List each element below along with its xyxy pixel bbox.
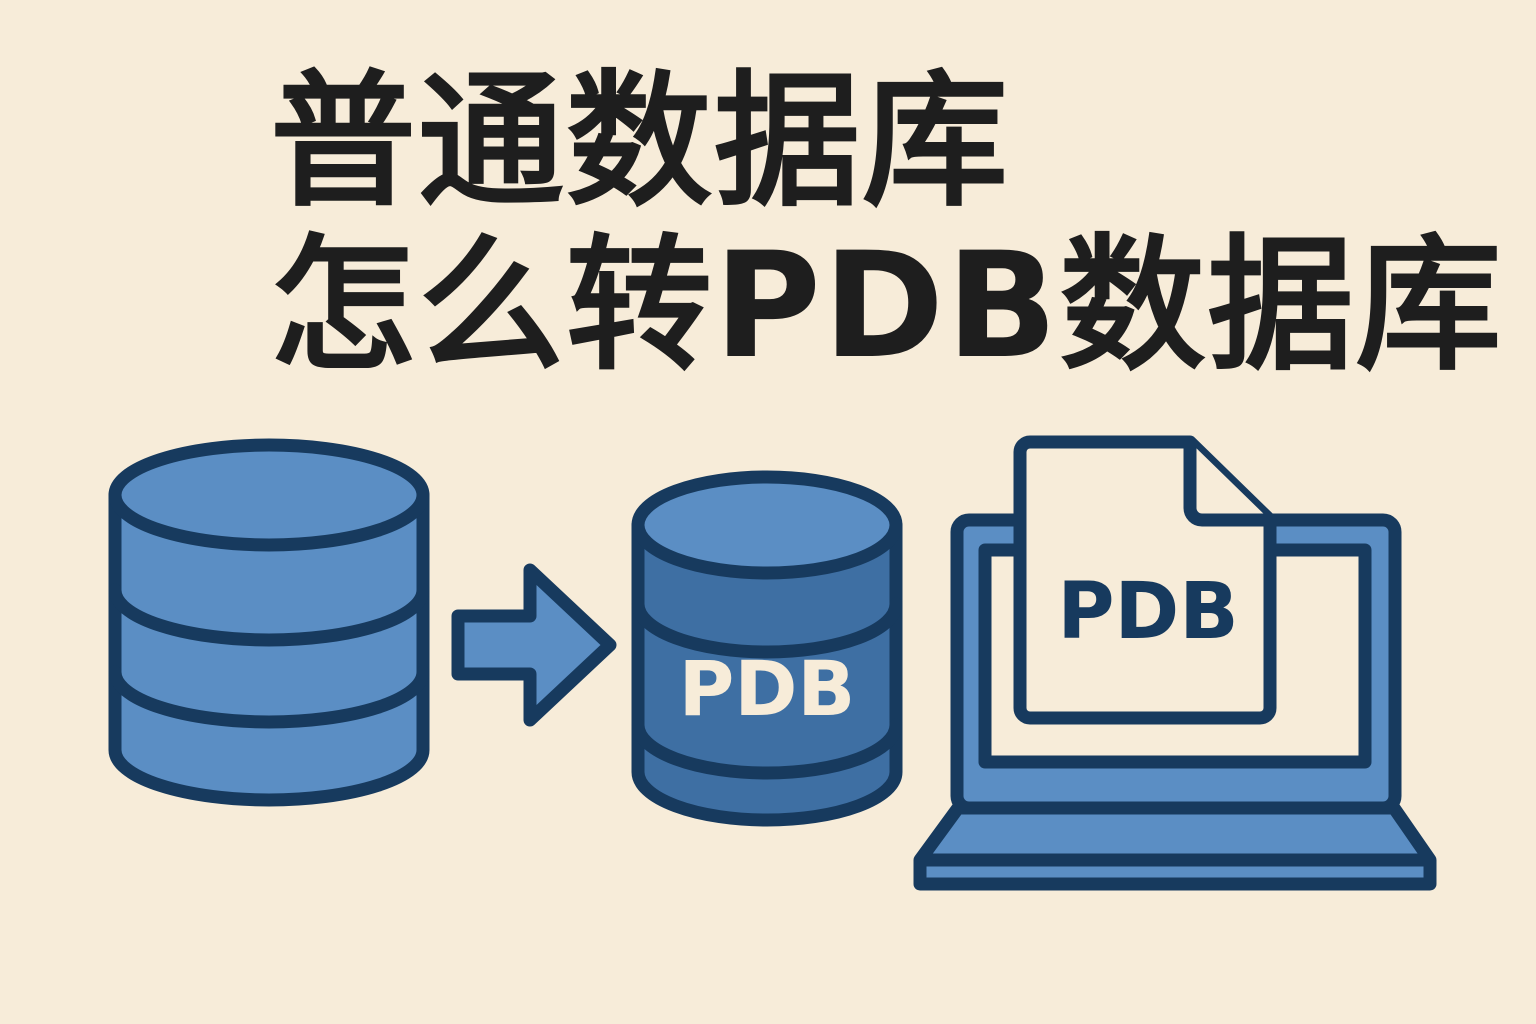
pdb-database-top [631, 470, 903, 580]
document-fold [1183, 442, 1270, 527]
title-line-1: 普通数据库 [270, 57, 1010, 227]
database-band-2 [108, 665, 430, 729]
pdb-database-label: PDB [679, 644, 856, 733]
pdb-database-icon [631, 470, 903, 827]
laptop-base [913, 801, 1437, 891]
database-top [108, 438, 430, 552]
document-icon [1013, 435, 1277, 725]
title-line-2: 怎么转PDB数据库 [270, 221, 1504, 391]
pdb-database-body [631, 518, 903, 827]
database-band-1 [108, 583, 430, 647]
database-icon [108, 438, 430, 807]
arrow-right-icon [451, 563, 617, 727]
pdb-database-band-1 [631, 597, 903, 659]
database-body [108, 488, 430, 807]
pdb-database-band-2 [631, 718, 903, 780]
pdb-document-label: PDB [1057, 567, 1238, 657]
